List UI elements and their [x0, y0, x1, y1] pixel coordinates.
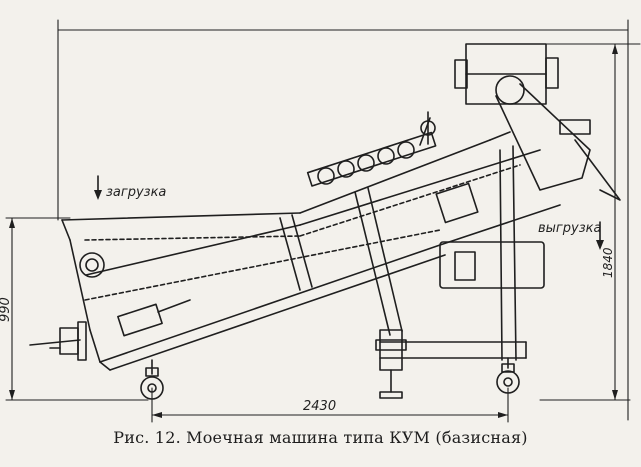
supports — [140, 329, 520, 400]
hopper-details — [29, 252, 105, 361]
figure-caption: Рис. 12. Моечная машина типа КУМ (базисн… — [113, 428, 528, 447]
unloading-label: выгрузка — [538, 221, 601, 236]
machine-body — [61, 131, 561, 371]
roller-chain — [306, 111, 437, 187]
drive-unit — [454, 43, 621, 201]
loading-label: загрузка — [106, 185, 166, 200]
washing-machine-drawing: загрузка выгрузка 2430 990 1840 — [0, 19, 641, 423]
frame — [279, 145, 527, 361]
flow-arrows — [94, 175, 604, 250]
dimension-height-right-label: 1840 — [601, 247, 615, 278]
dimension-arrows — [9, 44, 618, 418]
dimension-length-label: 2430 — [303, 399, 336, 414]
components — [117, 182, 545, 337]
dimension-height-left-label: 990 — [0, 297, 13, 322]
